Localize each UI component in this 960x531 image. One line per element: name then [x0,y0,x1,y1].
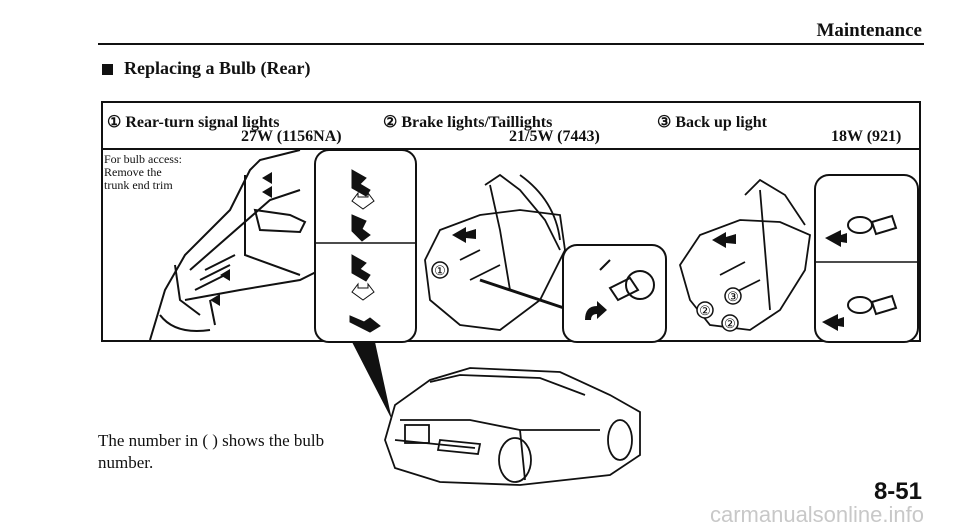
pull-arrow-icon [822,230,847,331]
bulb-access-note: For bulb access: Remove the trunk end tr… [104,153,224,192]
access-note-line-1: For bulb access: [104,152,182,166]
section-title: Replacing a Bulb (Rear) [124,58,311,78]
clip-top-icon [351,169,371,197]
section-bullet-icon [102,64,113,75]
marker-three-label: ③ [727,289,739,304]
page-number: 8-51 [873,478,922,505]
leader-line [479,278,571,312]
bulb-3-heading: ③ Back up light [657,112,767,132]
bulb-2-spec: 21/5W (7443) [509,128,600,145]
marker-one-circle [431,261,449,279]
down-arrow-icon-2 [351,282,375,301]
bulb-3-spec: 18W (921) [831,128,902,145]
marker-two-label-a: ② [699,303,711,318]
marker-two-circle-a [696,301,714,319]
marker-one-label: ① [434,263,446,278]
bulb-2-marker: ② [383,114,398,131]
bulb-socket-icon [599,259,655,302]
bulb-number-footnote: The number in ( ) shows the bulb number. [98,431,325,472]
clip-bottom-icon-2 [349,315,381,333]
bulb-diagram-panel [101,101,921,342]
brake-light-assembly [424,173,566,331]
bulb-1-name: Rear-turn signal lights [125,114,280,131]
marker-two-label-b: ② [724,316,736,331]
access-note-line-2: Remove the [104,165,162,179]
panel-divider [103,148,919,150]
sedan-rear-illustration [384,367,641,486]
backup-bulb-inset [814,174,919,343]
wedge-bulb-icon [847,214,898,316]
bulb-1-spec: 27W (1156NA) [241,128,342,145]
header-rule [98,43,924,45]
page-header-title: Maintenance [816,20,922,41]
access-note-line-3: trunk end trim [104,178,173,192]
bulb-pointer-arrow-2 [712,232,736,248]
bulb-pointer-arrow [452,227,476,243]
marker-two-circle-b [721,314,739,332]
pointer-wedge [352,342,392,420]
bulb-3-marker: ③ [657,114,672,131]
source-watermark: carmanualsonline.info [709,502,924,527]
clip-top-icon-2 [351,254,371,282]
bulb-2-heading: ② Brake lights/Taillights [383,112,552,132]
down-arrow-icon-1 [351,191,375,210]
bulb-1-heading: ① Rear-turn signal lights [107,112,279,132]
clip-detail-icons [349,169,381,333]
bulb-2-name: Brake lights/Taillights [401,114,553,131]
trunk-trim-illustration [149,149,321,341]
rotate-arrow-icon [585,301,607,320]
marker-three-circle [724,287,742,305]
clip-arrow-icon [210,172,272,306]
bulb-3-name: Back up light [675,114,767,131]
clip-bottom-icon [351,214,371,242]
bulb-1-marker: ① [107,114,122,131]
